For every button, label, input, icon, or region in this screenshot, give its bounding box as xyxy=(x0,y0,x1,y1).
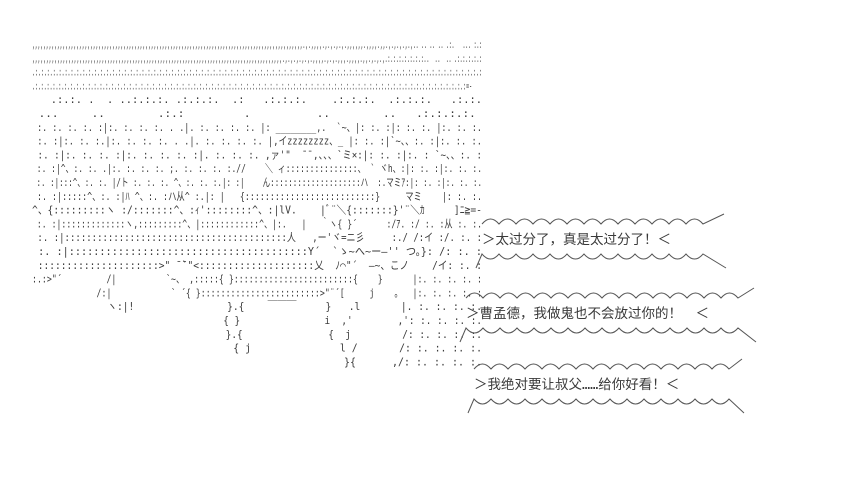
art-line: :::::::::::::::::::::>" ̄ ̄`"<::::::::::… xyxy=(32,259,482,272)
bubble-text: ＞太过分了，真是太过分了！＜ xyxy=(482,232,671,248)
art-line: :. :|:::::::::::::::::::::::::::::::::::… xyxy=(32,231,482,244)
speech-bubble: ＞曹孟德，我做鬼也不会放过你的！ ＜ xyxy=(459,287,757,343)
art-line: { } i ,' ,': :. :. :. :. xyxy=(32,314,482,327)
art-line: :. :|:. :. :. :|:. :. :. :. :|. :. :. :.… xyxy=(32,148,482,161)
art-line: .:.:. . . ..:.:.:. .:.:.:. .: .:.:.:. .:… xyxy=(32,93,482,106)
art-line: :. :|:::::^、:. :|ﾊ ^、:. :ハ从^ :.|: | {:::… xyxy=(32,190,482,203)
bubble-top-border xyxy=(465,287,755,299)
art-line: :. :. :. :. :|:. :. :. :. . .|. :. :. :.… xyxy=(32,121,482,134)
art-line: { j l / /: :. :. :. :. xyxy=(32,342,482,355)
art-line: :. :|:. :. :.|:. :. :. :. . .|. :. :. :.… xyxy=(32,135,482,148)
bubble-bottom-border xyxy=(459,327,757,343)
art-line: :. :|:::::::::::::::::::::::::::::::::::… xyxy=(32,245,482,258)
art-line: .:.:.:.:.:.:.:.:.:.:.:.:.:.:.:.:.:.:.:.:… xyxy=(32,79,472,92)
art-line: :.:>"´ /| `~、 ,:::::{ }:::::::::::::::::… xyxy=(32,273,482,286)
art-line: ... .. .:.: . .. .. .:.:.:.:. xyxy=(32,107,476,120)
bubble-top-border xyxy=(473,358,743,370)
bubble-text: ＞我绝对要让叔父……给你好看！＜ xyxy=(474,377,679,393)
ascii-art-figure: ,,,,,,,,,,,,,,,,,,,,,,,,,,,,,,,,,,,,,,,,… xyxy=(32,38,482,368)
bubble-bottom-border xyxy=(467,398,745,414)
art-line: :. :|:::^、:. :. |/ト :. :. :. ^、:. :. :.|… xyxy=(32,176,482,189)
bubble-bottom-border xyxy=(475,253,727,269)
speech-bubble: ＞我绝对要让叔父……给你好看！＜ xyxy=(467,358,745,414)
art-line: :. :|:::::::::::::ヽ,:::::::::^、|::::::::… xyxy=(32,215,482,230)
art-line: ,,,,,,,,,,,,,,,,,,,,,,,,,,,,,,,,,,,,,,,,… xyxy=(32,38,482,51)
art-line: ヽ:|! }.{ ￣￣￣ } .l |. :. :. :. :. xyxy=(32,299,482,313)
art-line: }{ ,/: :. :. :. :. xyxy=(32,355,482,368)
art-line: .:.:.:.:.:.:.:.:.:.:.:.:.:.:.:.:.:.:.:.:… xyxy=(32,66,482,79)
bubble-top-border xyxy=(481,213,725,225)
speech-bubbles: ＞太过分了，真是太过分了！＜ ＞曹孟德，我做鬼也不会放过你的！ ＜ ＞我绝对要让叔父… xyxy=(459,213,757,414)
art-line: ^、{:::::::::ヽ :/:::::::^、:ｨ'::::::::^、:|… xyxy=(32,204,482,217)
art-line: /:| ` ´{ }::::::::::::::::::::::::>"¨´[ … xyxy=(32,286,482,299)
bubble-text: ＞曹孟德，我做鬼也不会放过你的！ ＜ xyxy=(466,306,709,322)
art-line: }.{ { j /: :. :. :. :. xyxy=(32,328,482,341)
art-line: ,,,,,,,,,,,,,,,,,,,,,,,,,,,,,,,,,,,,,,,,… xyxy=(32,52,482,65)
art-line: :. :|^、:. :. .|:. :. :. :. ;. :. :. :. :… xyxy=(32,162,482,175)
speech-bubble: ＞太过分了，真是太过分了！＜ xyxy=(475,213,727,269)
